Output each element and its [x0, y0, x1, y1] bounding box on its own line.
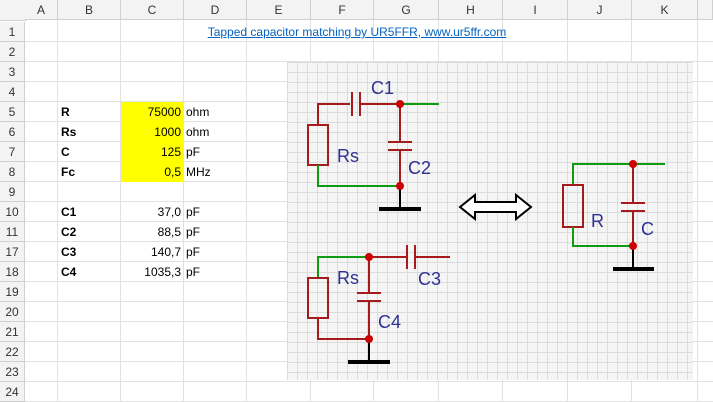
col-header-g[interactable]: G — [374, 0, 439, 20]
circuit-bottom-left: Rs C3 C4 — [307, 245, 450, 364]
row-header[interactable]: 11 — [0, 222, 25, 242]
row-header[interactable]: 7 — [0, 142, 25, 162]
param-value-c[interactable]: 125 — [121, 142, 183, 162]
junction-dot — [365, 335, 373, 343]
param-unit-fc[interactable]: MHz — [186, 165, 211, 179]
result-label-c1[interactable]: C1 — [61, 205, 77, 219]
col-header-k[interactable]: K — [632, 0, 698, 20]
label-rs-bottom: Rs — [337, 268, 359, 288]
row-header[interactable]: 4 — [0, 82, 25, 102]
equivalence-arrow — [458, 192, 533, 222]
circuit-diagram-image[interactable]: C1 Rs C2 R C — [287, 62, 693, 380]
junction-dot — [396, 182, 404, 190]
row-header[interactable]: 17 — [0, 242, 25, 262]
param-value-fc[interactable]: 0,5 — [121, 162, 183, 182]
col-header-f[interactable]: F — [311, 0, 374, 20]
row-header[interactable]: 21 — [0, 322, 25, 342]
label-c2: C2 — [408, 158, 431, 178]
row-header[interactable]: 9 — [0, 182, 25, 202]
result-unit-c4[interactable]: pF — [186, 265, 201, 279]
result-unit-c2[interactable]: pF — [186, 225, 201, 239]
param-unit-r[interactable]: ohm — [186, 105, 210, 119]
row-header[interactable]: 6 — [0, 122, 25, 142]
circuit-right: R C — [562, 160, 665, 271]
row-header[interactable]: 24 — [0, 382, 25, 402]
select-all-corner[interactable] — [0, 0, 26, 21]
col-header-l[interactable] — [698, 0, 713, 20]
label-c1: C1 — [371, 78, 394, 98]
param-value-rs[interactable]: 1000 — [121, 122, 183, 142]
col-header-h[interactable]: H — [439, 0, 503, 20]
row-header[interactable]: 23 — [0, 362, 25, 382]
col-header-i[interactable]: I — [503, 0, 568, 20]
col-header-j[interactable]: J — [568, 0, 632, 20]
result-label-c3[interactable]: C3 — [61, 245, 77, 259]
row-header[interactable]: 5 — [0, 102, 25, 122]
label-rs-top: Rs — [337, 146, 359, 166]
row-header[interactable]: 10 — [0, 202, 25, 222]
row-header[interactable]: 18 — [0, 262, 25, 282]
param-label-fc[interactable]: Fc — [61, 165, 76, 179]
param-label-rs[interactable]: Rs — [61, 125, 77, 139]
result-unit-c3[interactable]: pF — [186, 245, 201, 259]
row-header[interactable]: 1 — [0, 22, 25, 42]
param-label-r[interactable]: R — [61, 105, 70, 119]
col-header-c[interactable]: C — [121, 0, 184, 20]
row-header[interactable]: 3 — [0, 62, 25, 82]
param-unit-c[interactable]: pF — [186, 145, 201, 159]
result-label-c2[interactable]: C2 — [61, 225, 77, 239]
junction-dot — [365, 253, 373, 261]
result-label-c4[interactable]: C4 — [61, 265, 77, 279]
col-header-e[interactable]: E — [247, 0, 311, 20]
row-header[interactable]: 22 — [0, 342, 25, 362]
junction-dot — [396, 100, 404, 108]
col-header-b[interactable]: B — [58, 0, 121, 20]
junction-dot — [629, 242, 637, 250]
row-header[interactable]: 20 — [0, 302, 25, 322]
param-value-r[interactable]: 75000 — [121, 102, 183, 122]
junction-dot — [629, 160, 637, 168]
title-hyperlink[interactable]: Tapped capacitor matching by UR5FFR, www… — [207, 25, 507, 39]
result-unit-c1[interactable]: pF — [186, 205, 201, 219]
label-r: R — [591, 211, 604, 231]
result-value-c2[interactable]: 88,5 — [157, 225, 181, 239]
label-c3: C3 — [418, 269, 441, 289]
result-value-c4[interactable]: 1035,3 — [144, 265, 181, 279]
col-header-a[interactable]: A — [25, 0, 58, 20]
row-header[interactable]: 8 — [0, 162, 25, 182]
label-c: C — [641, 219, 654, 239]
row-header[interactable]: 2 — [0, 42, 25, 62]
row-header[interactable]: 19 — [0, 282, 25, 302]
param-label-c[interactable]: C — [61, 145, 70, 159]
result-value-c3[interactable]: 140,7 — [150, 245, 181, 259]
param-unit-rs[interactable]: ohm — [186, 125, 210, 139]
result-value-c1[interactable]: 37,0 — [157, 205, 181, 219]
label-c4: C4 — [378, 312, 401, 332]
circuit-top-left: C1 Rs C2 — [307, 78, 439, 211]
col-header-d[interactable]: D — [184, 0, 247, 20]
